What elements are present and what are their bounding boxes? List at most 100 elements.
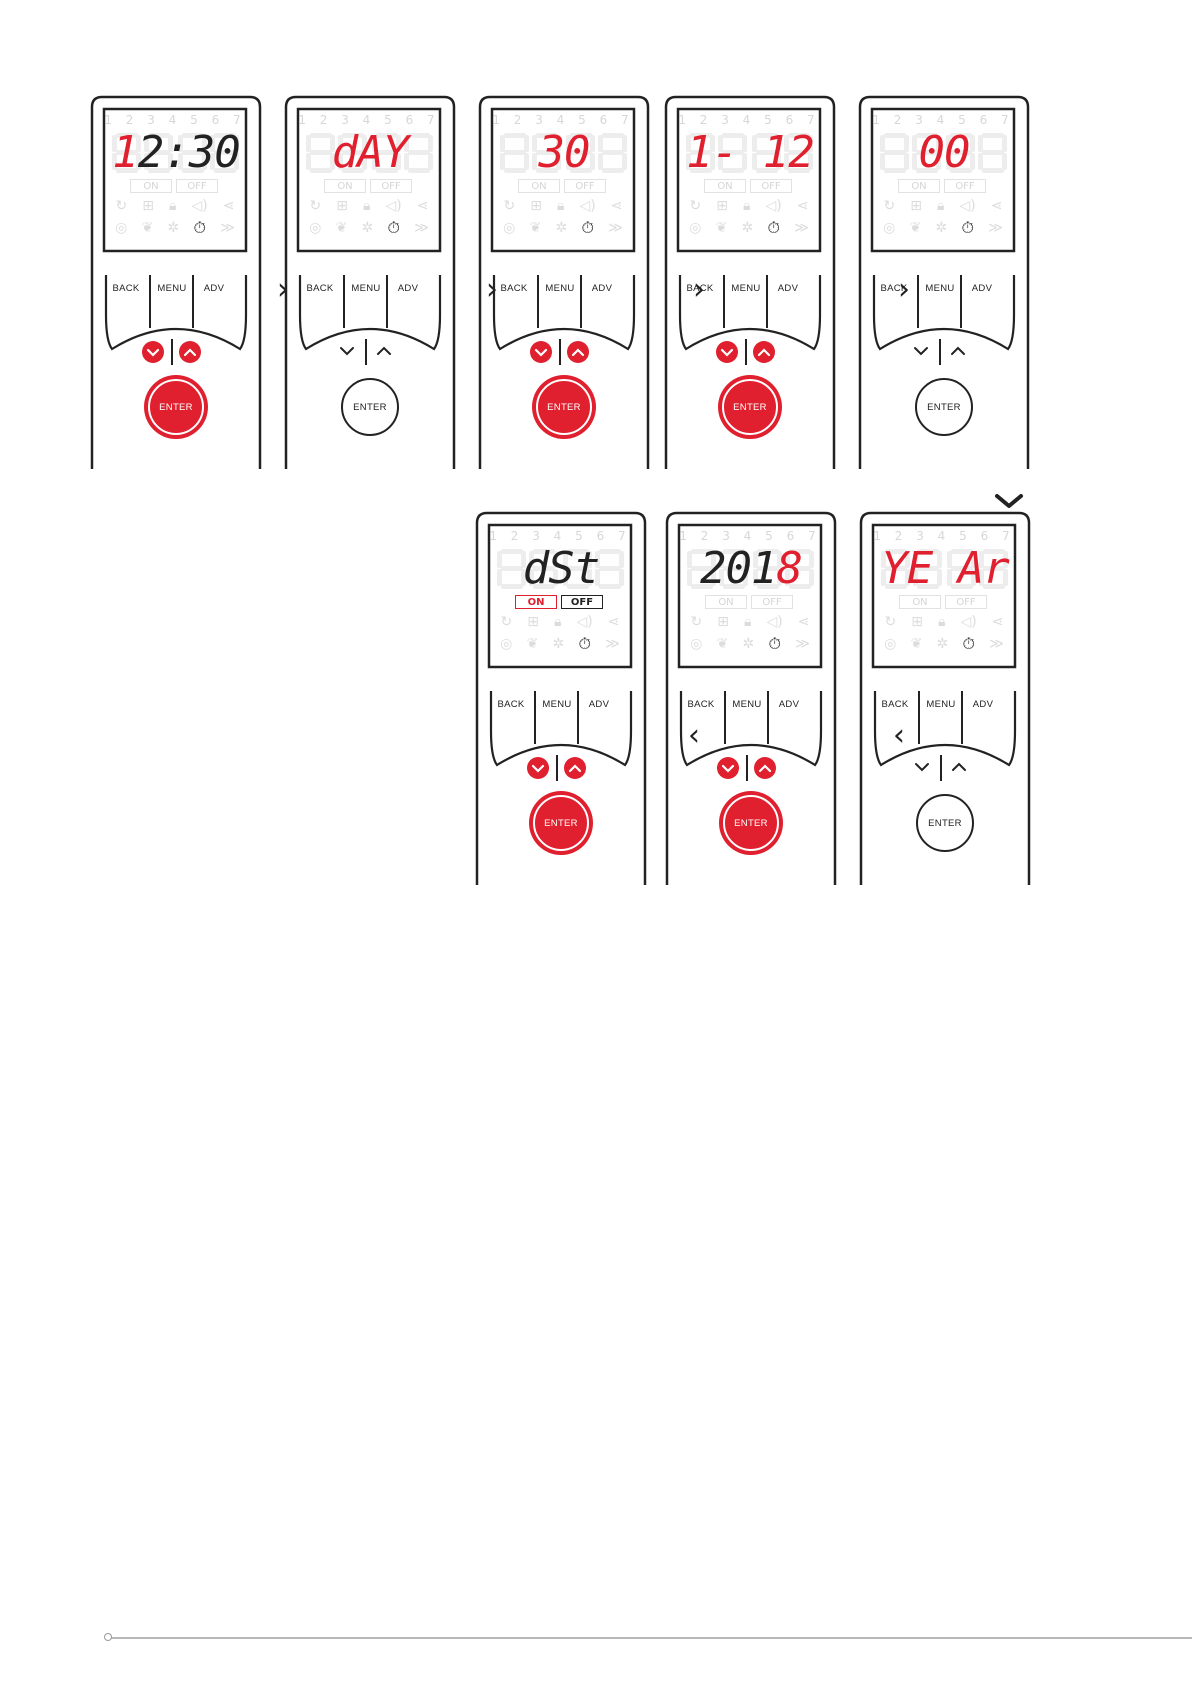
enter-button[interactable]: [718, 375, 782, 439]
menu-button[interactable]: MENU: [732, 699, 762, 710]
ghost-segments: [684, 131, 816, 175]
status-icons-row-2: ◎❦✲⏱≫: [493, 634, 627, 653]
adv-button[interactable]: ADV: [588, 699, 610, 710]
down-button[interactable]: [915, 763, 929, 772]
back-button[interactable]: BACK: [500, 283, 528, 294]
up-button[interactable]: [951, 346, 965, 355]
status-icons-row-2: ◎❦✲⏱≫: [683, 634, 817, 653]
ghost-segments: [879, 547, 1011, 591]
menu-button[interactable]: MENU: [926, 699, 956, 710]
leaf-icon: ❦: [909, 220, 922, 236]
fast-forward-icon: ≫: [794, 220, 809, 236]
fast-forward-icon: ≫: [605, 636, 620, 652]
off-indicator: OFF: [176, 179, 218, 193]
lcd-segment-red: 1- 12: [686, 127, 814, 178]
grid-icon: ⊞: [716, 198, 728, 214]
refresh-icon: ↻: [503, 198, 516, 214]
status-icons-row-2: ◎❦✲⏱≫: [877, 634, 1011, 653]
lcd-digits: 30: [498, 131, 630, 175]
back-button[interactable]: BACK: [881, 699, 909, 710]
next-arrow-2: ›: [486, 272, 498, 307]
on-indicator: ON: [324, 179, 366, 193]
enter-button[interactable]: [915, 378, 973, 436]
enter-button[interactable]: [719, 791, 783, 855]
clock-icon: ⏱: [962, 634, 975, 653]
adv-button[interactable]: ADV: [778, 699, 800, 710]
down-button[interactable]: [142, 341, 164, 363]
remote-body: [284, 95, 456, 469]
remote-body: [859, 511, 1031, 885]
menu-button[interactable]: MENU: [542, 699, 572, 710]
up-button[interactable]: [952, 762, 966, 771]
up-button[interactable]: [754, 757, 776, 779]
leaf-icon: ❦: [141, 220, 154, 236]
back-button[interactable]: BACK: [687, 699, 715, 710]
enter-button[interactable]: [532, 375, 596, 439]
status-icons-row-1: ↻⊞🔒︎◁)⋖: [683, 613, 817, 631]
off-indicator: OFF: [750, 179, 792, 193]
timer-icon: ◎: [690, 636, 703, 652]
refresh-icon: ↻: [115, 198, 128, 214]
fast-forward-icon: ≫: [988, 220, 1003, 236]
ghost-segments: [878, 131, 1010, 175]
adv-button[interactable]: ADV: [397, 283, 419, 294]
fast-forward-icon: ≫: [989, 636, 1004, 652]
back-button[interactable]: BACK: [112, 283, 140, 294]
down-button[interactable]: [717, 757, 739, 779]
timer-icon: ◎: [503, 220, 516, 236]
clock-icon: ⏱: [767, 218, 780, 237]
back-button[interactable]: BACK: [306, 283, 334, 294]
up-button[interactable]: [753, 341, 775, 363]
down-button[interactable]: [340, 347, 354, 356]
adv-button[interactable]: ADV: [203, 283, 225, 294]
share-icon: ⋖: [222, 198, 235, 214]
share-icon: ⋖: [797, 614, 810, 630]
on-indicator: ON: [704, 179, 746, 193]
menu-button[interactable]: MENU: [545, 283, 575, 294]
leaf-icon: ❦: [526, 636, 539, 652]
refresh-icon: ↻: [500, 614, 513, 630]
lcd-readout: dAY: [304, 131, 436, 175]
menu-button[interactable]: MENU: [925, 283, 955, 294]
enter-button[interactable]: [529, 791, 593, 855]
enter-button[interactable]: [916, 794, 974, 852]
status-icons-row-2: ◎❦✲⏱≫: [682, 218, 816, 237]
back-button[interactable]: BACK: [880, 283, 908, 294]
lcd-digits: dSt: [495, 547, 627, 591]
up-button[interactable]: [564, 757, 586, 779]
down-button[interactable]: [530, 341, 552, 363]
next-arrow-4: ›: [898, 272, 910, 307]
adv-button[interactable]: ADV: [777, 283, 799, 294]
down-button[interactable]: [716, 341, 738, 363]
leaf-icon: ❦: [529, 220, 542, 236]
down-button[interactable]: [527, 757, 549, 779]
status-icons-row-1: ↻⊞🔒︎◁)⋖: [876, 197, 1010, 215]
fast-forward-icon: ≫: [414, 220, 429, 236]
menu-button[interactable]: MENU: [157, 283, 187, 294]
down-button[interactable]: [914, 347, 928, 356]
adv-button[interactable]: ADV: [971, 283, 993, 294]
speaker-icon: ◁): [959, 198, 976, 214]
on-indicator: ON: [130, 179, 172, 193]
ghost-segments: [110, 131, 242, 175]
adv-button[interactable]: ADV: [591, 283, 613, 294]
up-button[interactable]: [179, 341, 201, 363]
menu-button[interactable]: MENU: [731, 283, 761, 294]
menu-button[interactable]: MENU: [351, 283, 381, 294]
back-button[interactable]: BACK: [497, 699, 525, 710]
ghost-segments: [495, 547, 627, 591]
enter-button[interactable]: [144, 375, 208, 439]
lcd-segment-red: 00: [918, 127, 971, 178]
adv-button[interactable]: ADV: [972, 699, 994, 710]
enter-button[interactable]: [341, 378, 399, 436]
back-button[interactable]: BACK: [686, 283, 714, 294]
up-button[interactable]: [567, 341, 589, 363]
up-button[interactable]: [377, 346, 391, 355]
timer-icon: ◎: [115, 220, 128, 236]
